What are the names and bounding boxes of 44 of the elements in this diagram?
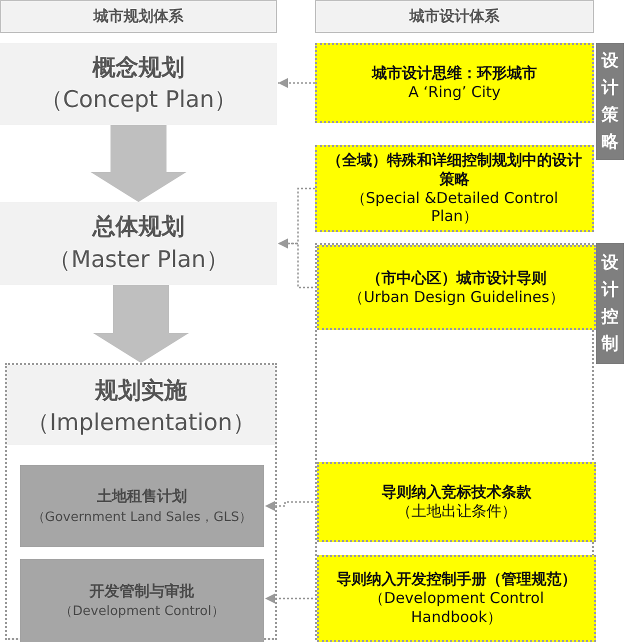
design-box — [317, 555, 596, 642]
plan-title: 规划实施 — [95, 377, 187, 406]
design-title: 导则纳入开发控制手册（管理规范）（Development Control Handbook） — [336, 570, 578, 627]
design-box — [315, 43, 594, 123]
plan-subtitle: （Concept Plan） — [40, 86, 238, 115]
process-subtitle: （Government Land Sales，GLS） — [32, 508, 252, 526]
header-box — [0, 0, 277, 33]
tab-label: 设计控制 — [601, 252, 619, 356]
block-arrow — [93, 285, 189, 363]
design-title: （市中心区）城市设计导则 — [366, 268, 546, 288]
process-subtitle: （Development Control） — [60, 603, 224, 621]
plan-subtitle: （Implementation） — [26, 409, 256, 438]
design-box — [315, 145, 594, 232]
design-title: 城市设计思维：环形城市 — [372, 64, 537, 83]
block-arrow — [90, 125, 186, 202]
process-title: 土地租售计划 — [97, 486, 187, 507]
design-subtitle: A ‘Ring’ City — [408, 83, 501, 102]
design-subtitle: （Urban Design Guidelines） — [348, 288, 564, 306]
column-heading: 城市规划体系 — [94, 7, 184, 26]
dotted-frame — [315, 243, 594, 640]
plan-subtitle: （Master Plan） — [48, 246, 229, 274]
plan-title: 概念规划 — [92, 54, 184, 83]
dotted-arrow — [278, 238, 317, 288]
design-title: 导则纳入竞标技术条款 — [382, 483, 532, 502]
design-box — [317, 462, 596, 542]
dotted-arrow — [265, 501, 317, 511]
dotted-arrow — [265, 594, 317, 604]
plan-title: 总体规划 — [92, 213, 184, 242]
implementation-box — [5, 363, 277, 640]
header-box — [315, 0, 594, 33]
design-subtitle: （Special &Detailed Control Plan） — [350, 188, 560, 226]
side-tab — [596, 243, 624, 364]
process-box — [20, 465, 264, 547]
plan-box — [0, 43, 277, 125]
side-tab — [596, 43, 624, 160]
design-title: （全域）特殊和详细控制规划中的设计策略 — [326, 151, 583, 188]
process-box — [20, 559, 264, 642]
column-heading: 城市设计体系 — [410, 7, 500, 26]
dotted-arrow — [278, 78, 315, 88]
design-box — [317, 245, 596, 330]
design-subtitle: （土地出让条件） — [396, 502, 516, 521]
plan-box — [0, 202, 277, 285]
tab-label: 设计策略 — [601, 50, 619, 154]
process-title: 开发管制与审批 — [90, 580, 194, 602]
